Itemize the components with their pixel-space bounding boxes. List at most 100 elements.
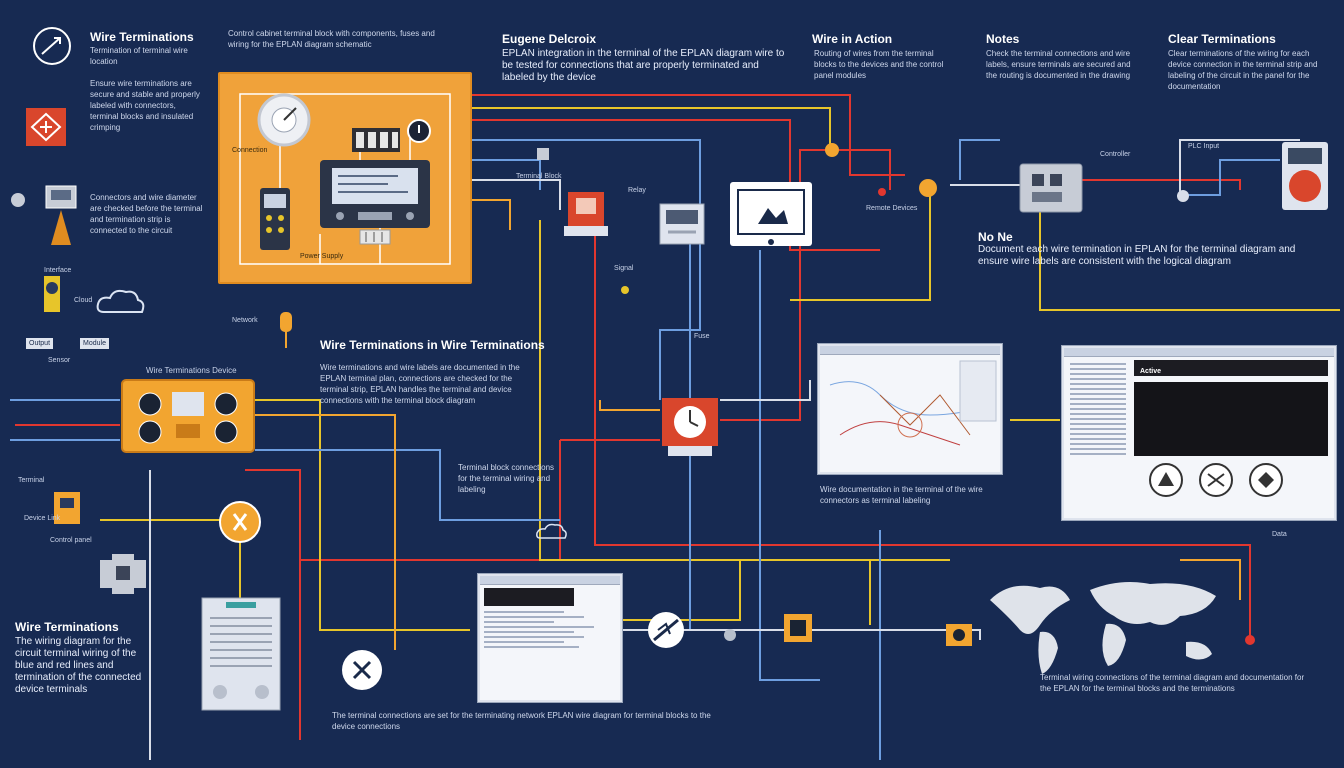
label-network: Network <box>232 317 258 324</box>
bottom-right-body: Terminal wiring connections of the termi… <box>1040 673 1305 693</box>
wire-blue <box>470 139 701 400</box>
label-panel-connection: Connection <box>232 147 268 154</box>
label-data: Data <box>1272 531 1287 538</box>
map-screen[interactable] <box>818 344 1002 474</box>
note-title: No Ne <box>978 230 1013 244</box>
node-circle-icon <box>219 501 261 543</box>
notes-body: Check the terminal connections and wire … <box>986 49 1131 80</box>
label-plc-input: PLC Input <box>1188 143 1220 150</box>
wire-red <box>245 469 301 740</box>
label-control-panel: Control panel <box>50 537 92 544</box>
wire-white <box>620 629 981 640</box>
wire-yellow <box>1039 200 1340 311</box>
wire-blue <box>759 250 820 681</box>
top-left-title: Wire Terminations <box>90 30 194 44</box>
top-left-subtitle: Termination of terminal wire location <box>90 46 188 66</box>
top-center-note: Control cabinet terminal block with comp… <box>228 29 435 49</box>
label-controller: Controller <box>1100 151 1131 158</box>
label-panel-power: Power Supply <box>300 253 344 260</box>
clear-body: Clear terminations of the wiring for eac… <box>1168 49 1318 91</box>
action-body: Routing of wires from the terminal block… <box>814 49 944 80</box>
bottom-left-body: The wiring diagram for the circuit termi… <box>15 636 142 695</box>
top-left-body: Ensure wire terminations are secure and … <box>90 79 200 132</box>
bottom-left-title: Wire Terminations <box>15 620 119 634</box>
wire-orange <box>470 199 511 230</box>
note-body: Document each wire termination in EPLAN … <box>978 244 1296 267</box>
sensor-device-icon <box>11 185 77 245</box>
label-sensor: Sensor <box>48 357 71 364</box>
wire-red <box>720 149 891 421</box>
app-header-bar: Active <box>1134 360 1328 376</box>
bottom-center-body: The terminal connections are set for the… <box>332 711 711 731</box>
close-circle-icon[interactable] <box>340 648 384 692</box>
wire-blue <box>959 139 1000 180</box>
junction-node <box>724 629 736 641</box>
wire-red <box>300 440 561 561</box>
middle-title: Wire Terminations in Wire Terminations <box>320 338 545 352</box>
terminal-connector-icon <box>359 229 391 245</box>
wire-yellow <box>790 190 931 301</box>
label-fuse: Fuse <box>694 333 710 340</box>
timer-relay-icon <box>662 398 718 456</box>
label-terminal-block: Terminal Block <box>516 173 562 180</box>
wire-yellow <box>539 220 871 625</box>
warning-sign-icon <box>26 108 66 146</box>
app-icon-row <box>1149 463 1283 497</box>
label-device-link: Device Link <box>24 515 61 522</box>
wire-red <box>470 94 905 176</box>
label-signal: Signal <box>614 265 634 272</box>
tool-circle-icon <box>33 27 71 65</box>
wire-white <box>470 179 561 210</box>
breaker-block-icon <box>352 128 400 152</box>
wire-blue <box>255 449 560 521</box>
status-dot-icon <box>878 188 886 196</box>
wire-orange <box>1180 559 1241 600</box>
top-left-body2: Connectors and wire diameter are checked… <box>90 193 203 235</box>
eugene-body: EPLAN integration in the terminal of the… <box>502 48 785 83</box>
junction-node <box>1245 635 1255 645</box>
hmi-display-icon <box>320 160 430 228</box>
wire-red <box>1080 179 1241 190</box>
wire-red <box>594 210 1251 640</box>
middle-body2: Terminal block connections for the termi… <box>458 463 555 494</box>
control-unit-icon <box>659 203 705 245</box>
io-module-icon <box>784 614 812 642</box>
app-video-area <box>1134 382 1328 456</box>
terminal-device-icon <box>121 379 255 453</box>
junction-node <box>621 286 629 294</box>
relay-module-icon <box>564 192 608 236</box>
plug-icon <box>537 148 549 160</box>
app-title: Active <box>1140 368 1162 375</box>
emergency-stop-icon <box>1282 142 1328 210</box>
doc-header <box>484 588 574 606</box>
document-window[interactable] <box>478 574 622 702</box>
label-relay: Relay <box>628 187 646 194</box>
app-sidebar <box>1066 360 1130 514</box>
no-tool-icon <box>648 612 684 648</box>
wire-white <box>1179 139 1300 200</box>
junction-node <box>919 179 937 197</box>
laptop-icon <box>730 182 812 246</box>
middle-body: Wire terminations and wire labels are do… <box>320 363 520 405</box>
wire-white <box>720 380 811 401</box>
junction-node <box>825 143 839 157</box>
handheld-meter-icon <box>260 188 290 250</box>
indicator-icon <box>407 119 431 143</box>
label-cloud: Cloud <box>74 297 93 304</box>
cloud-small-icon <box>536 523 567 539</box>
map-screen-content <box>820 355 1000 471</box>
notes-title: Notes <box>986 32 1020 46</box>
controller-box-icon <box>1019 163 1083 213</box>
label-terminal: Terminal <box>18 477 45 484</box>
probe-icon <box>280 312 292 348</box>
junction-box-icon <box>100 554 146 594</box>
meter-device-icon <box>44 276 60 312</box>
junction-node <box>1177 190 1189 202</box>
label-remote-devices: Remote Devices <box>866 205 918 212</box>
output-module-icon <box>946 624 972 646</box>
world-map-icon <box>990 582 1216 674</box>
app-window[interactable]: Active <box>1062 346 1336 520</box>
device-label: Wire Terminations Device <box>146 366 237 375</box>
cloud-icon <box>96 289 145 313</box>
screen-caption: Wire documentation in the terminal of th… <box>820 485 983 505</box>
